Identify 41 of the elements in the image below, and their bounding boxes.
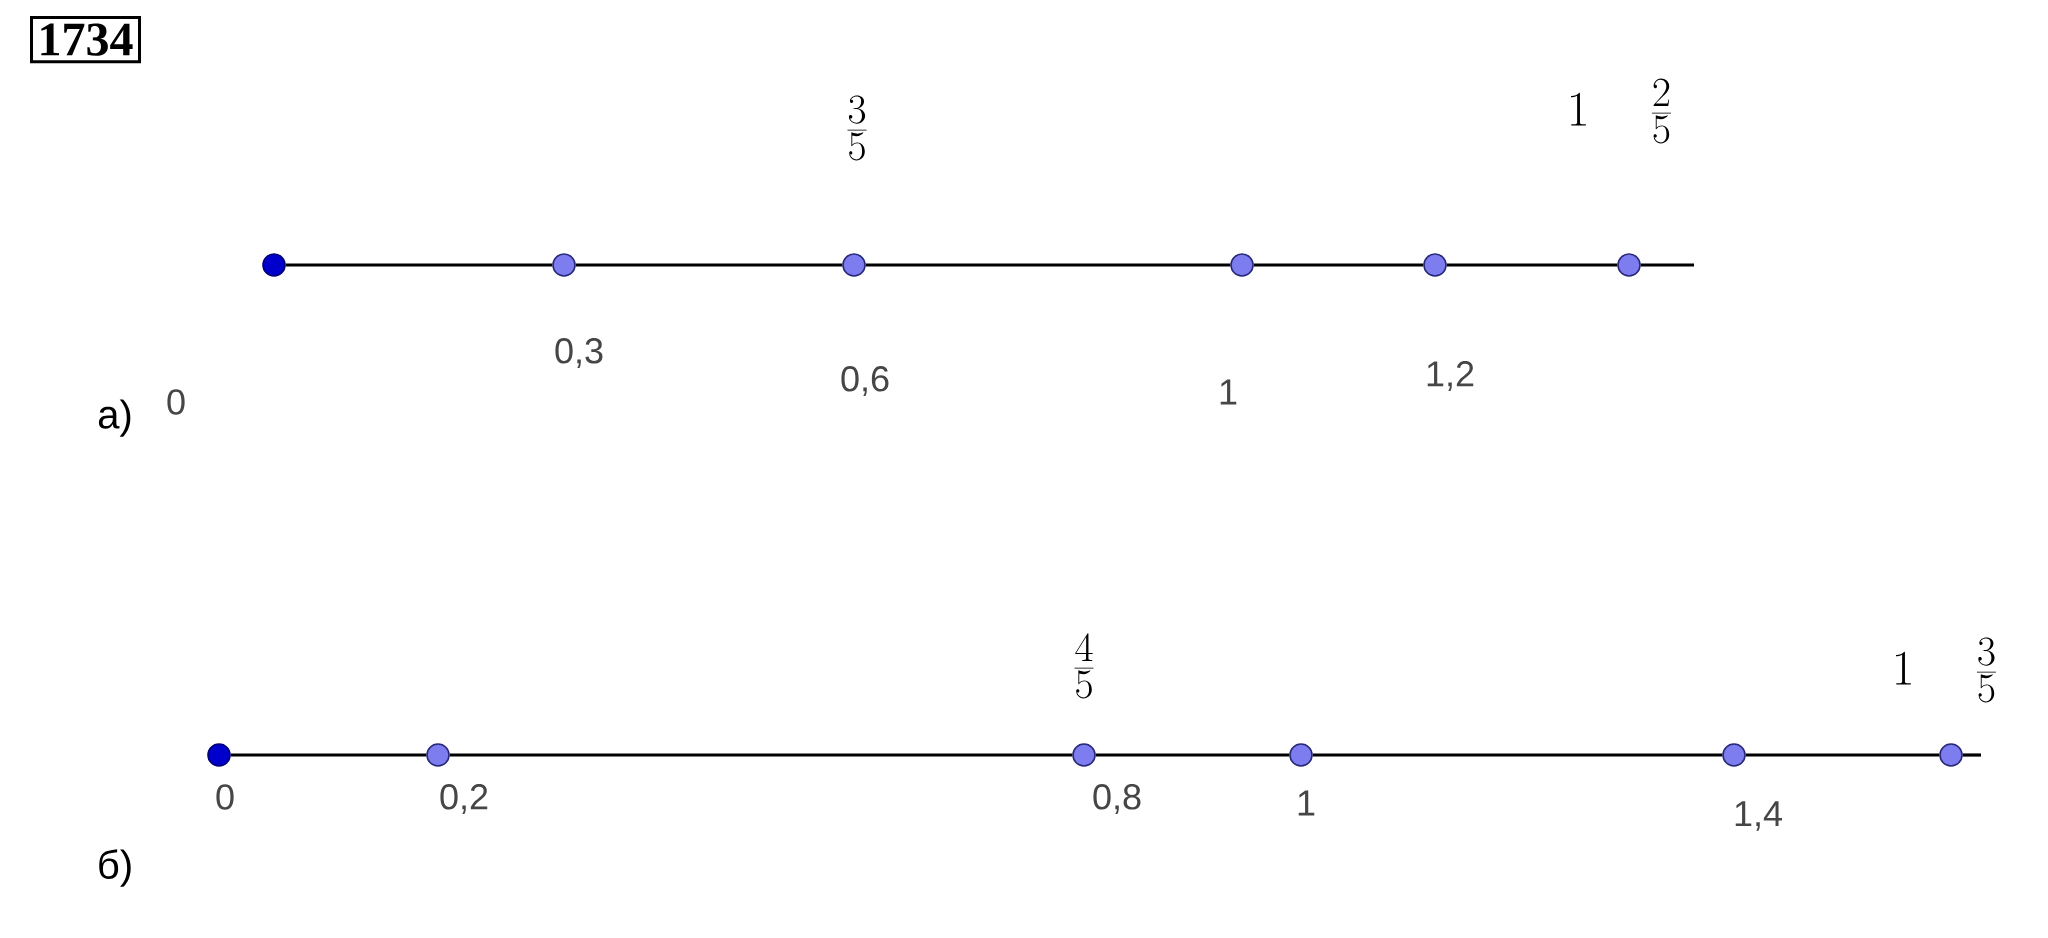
tick-label: 0,6 xyxy=(841,366,889,396)
number-line-point xyxy=(842,253,866,277)
tick-label: 0 xyxy=(167,389,185,415)
number-line-segment xyxy=(1312,753,1723,757)
number-line-segment xyxy=(230,753,427,757)
fraction-label: $\frac{4}{5}$ xyxy=(1074,633,1094,699)
fraction-label: $1\quad\frac{2}{5}$ xyxy=(1571,78,1671,144)
fraction-label: $1\quad\frac{3}{5}$ xyxy=(1896,637,1996,703)
number-line-point xyxy=(1072,743,1096,767)
part-label: б) xyxy=(99,849,131,887)
number-line-segment xyxy=(449,753,1073,757)
number-line-segment xyxy=(1745,753,1940,757)
number-line-point xyxy=(552,253,576,277)
number-line-point xyxy=(262,253,286,277)
number-line-point xyxy=(1230,253,1254,277)
number-line-segment xyxy=(575,263,843,267)
tick-label: 0,2 xyxy=(440,784,488,814)
tick-label: 1 xyxy=(1298,790,1315,816)
number-line-segment xyxy=(1962,753,1982,757)
problem-number: 1734 xyxy=(30,16,141,64)
number-line-point xyxy=(1289,743,1313,767)
number-line-segment xyxy=(1095,753,1290,757)
number-line-segment xyxy=(1446,263,1618,267)
number-line-segment xyxy=(1253,263,1424,267)
number-line-point xyxy=(1722,743,1746,767)
part-label: а) xyxy=(98,399,131,437)
number-line-point xyxy=(207,743,231,767)
tick-label: 1 xyxy=(1220,379,1237,405)
number-line-point xyxy=(1617,253,1641,277)
tick-label: 1,4 xyxy=(1735,801,1782,831)
number-line-segment xyxy=(285,263,553,267)
tick-label: 0 xyxy=(216,784,234,810)
number-line-segment xyxy=(1640,263,1695,267)
tick-label: 0,3 xyxy=(555,338,603,368)
number-line-point xyxy=(426,743,450,767)
tick-label: 0,8 xyxy=(1093,784,1141,814)
number-line-segment xyxy=(865,263,1231,267)
number-line-point xyxy=(1423,253,1447,277)
number-line-point xyxy=(1939,743,1963,767)
fraction-label: $\frac{3}{5}$ xyxy=(847,95,867,161)
tick-label: 1,2 xyxy=(1427,361,1474,391)
